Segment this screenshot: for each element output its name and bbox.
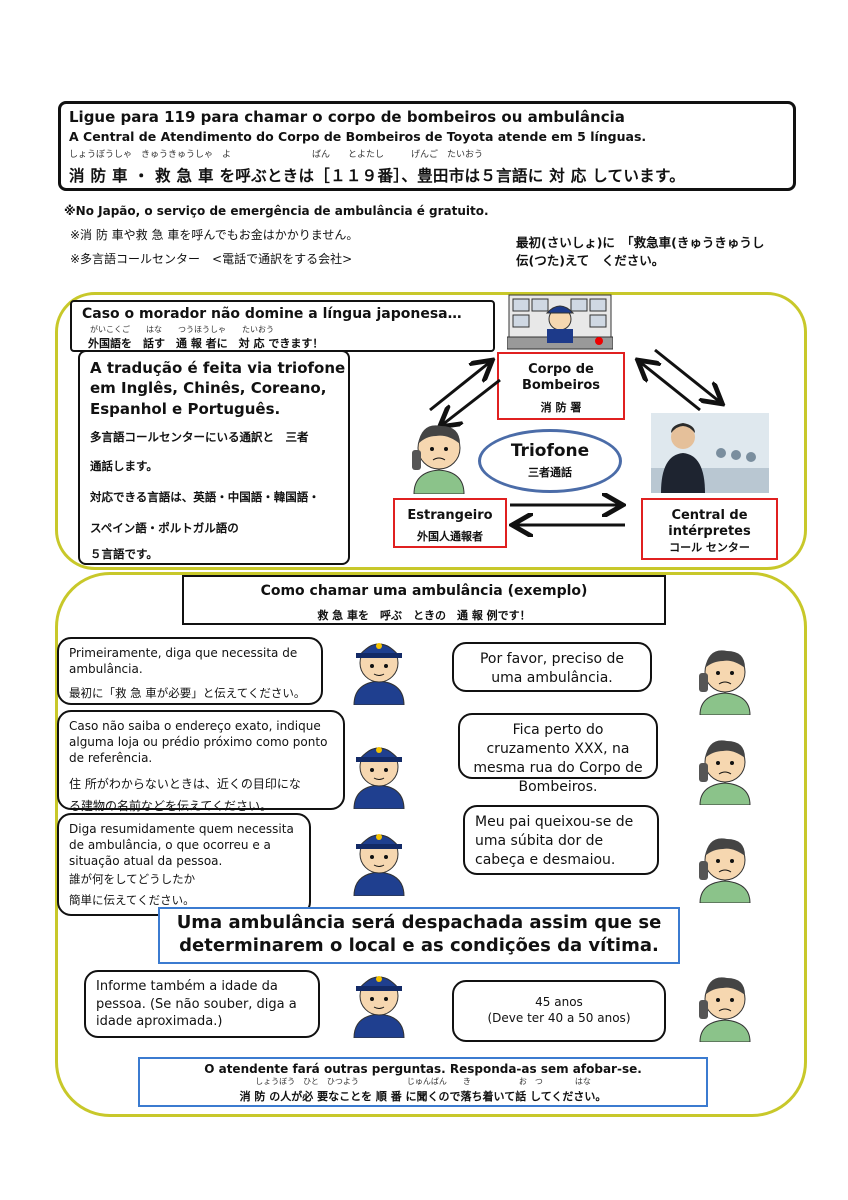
caller-bubble-3: Meu pai queixou-se de uma súbita dor de … — [463, 805, 659, 875]
note-right1: 最初(さいしょ)に 「救急車(きゅうきゅうし — [516, 235, 765, 250]
fire-dept-box: Corpo de Bombeiros 消 防 署 — [497, 352, 625, 420]
operator-figure — [350, 737, 408, 809]
caller-figure — [696, 972, 754, 1042]
translation-jp1: 多言語コールセンターにいる通訳と 三者 — [90, 430, 309, 444]
note-jp2: ※多言語コールセンター <電話で通訳をする会社> — [70, 252, 353, 266]
fire-dept-label: Corpo de Bombeiros — [521, 362, 601, 394]
triofone-ellipse: Triofone 三者通話 — [478, 429, 622, 493]
interpreter-label-1: Central de — [671, 508, 748, 523]
triofone-label: Triofone — [510, 441, 590, 461]
operator-bubble-2-jp1: 住 所がわからないときは、近くの目印にな — [69, 776, 301, 791]
section2-heading-box: Como chamar uma ambulância (exemplo) 救 急… — [182, 575, 666, 625]
translation-jp4: スペイン語・ポルトガル語の — [90, 521, 239, 535]
caller-figure — [696, 833, 754, 903]
call-center-photo — [651, 413, 769, 493]
triofone-jp: 三者通話 — [528, 466, 572, 479]
footer-pt: O atendente fará outras perguntas. Respo… — [204, 1062, 642, 1076]
foreigner-box: Estrangeiro 外国人通報者 — [393, 498, 507, 548]
caller-bubble-1: Por favor, preciso de uma ambulância. — [452, 642, 652, 692]
operator-bubble-2-pt: Caso não saiba o endereço exato, indique… — [69, 719, 328, 766]
section2-heading: Como chamar uma ambulância (exemplo) — [260, 583, 588, 599]
header-title: Ligue para 119 para chamar o corpo de bo… — [69, 108, 625, 126]
header-ruby: しょうぼうしゃ きゅうきゅうしゃ よ ばん とよたし げんご たいおう — [69, 150, 484, 160]
foreigner-jp: 外国人通報者 — [417, 530, 483, 544]
dispatch-box: Uma ambulância será despachada assim que… — [158, 907, 680, 964]
section1-heading: Caso o morador não domine a língua japon… — [82, 306, 462, 322]
footer-jp: 消 防 の人が必 要なことを 順 番 に聞くので落ち着いて話 してください。 — [239, 1090, 607, 1103]
operator-bubble-3: Diga resumidamente quem necessita de amb… — [57, 813, 311, 916]
fire-dept-illustration — [506, 293, 614, 351]
note-jp1: ※消 防 車や救 急 車を呼んでもお金はかかりません。 — [70, 228, 359, 242]
caller-bubble-4-age: 45 anos — [535, 995, 583, 1009]
translation-pt: A tradução é feita via triofone em Inglê… — [90, 359, 346, 418]
section1-heading-jp: 外国語を 話す 通 報 者に 対 応 できます！ — [88, 337, 324, 350]
operator-bubble-3-jp1: 誰が何をしてどうしたか — [69, 871, 196, 886]
operator-figure — [350, 966, 408, 1038]
caller-figure — [696, 735, 754, 805]
header-subtitle: A Central de Atendimento do Corpo de Bom… — [69, 129, 647, 144]
operator-bubble-2: Caso não saiba o endereço exato, indique… — [57, 710, 345, 813]
translation-box: A tradução é feita via triofone em Inglê… — [78, 350, 350, 565]
note-free: ※No Japão, o serviço de emergência de am… — [64, 204, 489, 218]
note-right2: 伝(つた)えて ください。 — [516, 253, 665, 268]
operator-figure — [350, 824, 408, 896]
operator-bubble-1-jp: 最初に「救 急 車が必要」と伝えてください。 — [69, 686, 306, 701]
interpreter-jp: コール センター — [669, 540, 750, 554]
operator-bubble-2-jp2: る建物の名前などを伝えてください。 — [69, 798, 273, 813]
foreigner-label: Estrangeiro — [407, 508, 493, 523]
section2-region — [55, 572, 807, 1117]
caller-figure — [696, 645, 754, 715]
interpreter-label-2: intérpretes — [668, 524, 751, 540]
section2-heading-jp: 救 急 車を 呼ぶ ときの 通 報 例です！ — [317, 609, 531, 622]
caller-bubble-4: 45 anos (Deve ter 40 a 50 anos) — [452, 980, 666, 1042]
footer-box: O atendente fará outras perguntas. Respo… — [138, 1057, 708, 1107]
interpreter-box: Central de intérpretes コール センター — [641, 498, 778, 560]
operator-bubble-1-pt: Primeiramente, diga que necessita de amb… — [69, 646, 298, 677]
caller-bubble-4-range: (Deve ter 40 a 50 anos) — [487, 1011, 631, 1026]
header-jp: 消 防 車 ・ 救 急 車 を呼ぶときは［１１９番］、豊田市は５言語に 対 応 … — [69, 167, 685, 185]
operator-bubble-4: Informe também a idade da pessoa. (Se nã… — [84, 970, 320, 1038]
section1-heading-ruby: がいこくご はな つうほうしゃ たいおう — [90, 325, 274, 334]
connection-arrows — [429, 348, 730, 550]
operator-bubble-3-pt: Diga resumidamente quem necessita de amb… — [69, 822, 294, 869]
footer-ruby: しょうぼう ひと ひつよう じゅんばん き お つ はな — [255, 1077, 591, 1086]
operator-figure — [350, 633, 408, 705]
foreigner-figure — [408, 420, 470, 494]
section1-region — [55, 292, 807, 570]
caller-bubble-2: Fica perto do cruzamento XXX, na mesma r… — [458, 713, 658, 795]
translation-jp5: ５言語です。 — [90, 547, 158, 561]
operator-bubble-1: Primeiramente, diga que necessita de amb… — [57, 637, 323, 705]
translation-jp2: 通話します。 — [90, 459, 158, 473]
header-box: Ligue para 119 para chamar o corpo de bo… — [58, 101, 796, 191]
fire-dept-jp: 消 防 署 — [540, 400, 582, 414]
operator-bubble-3-jp2: 簡単に伝えてください。 — [69, 893, 195, 908]
translation-jp3: 対応できる言語は、英語・中国語・韓国語・ — [90, 490, 320, 504]
